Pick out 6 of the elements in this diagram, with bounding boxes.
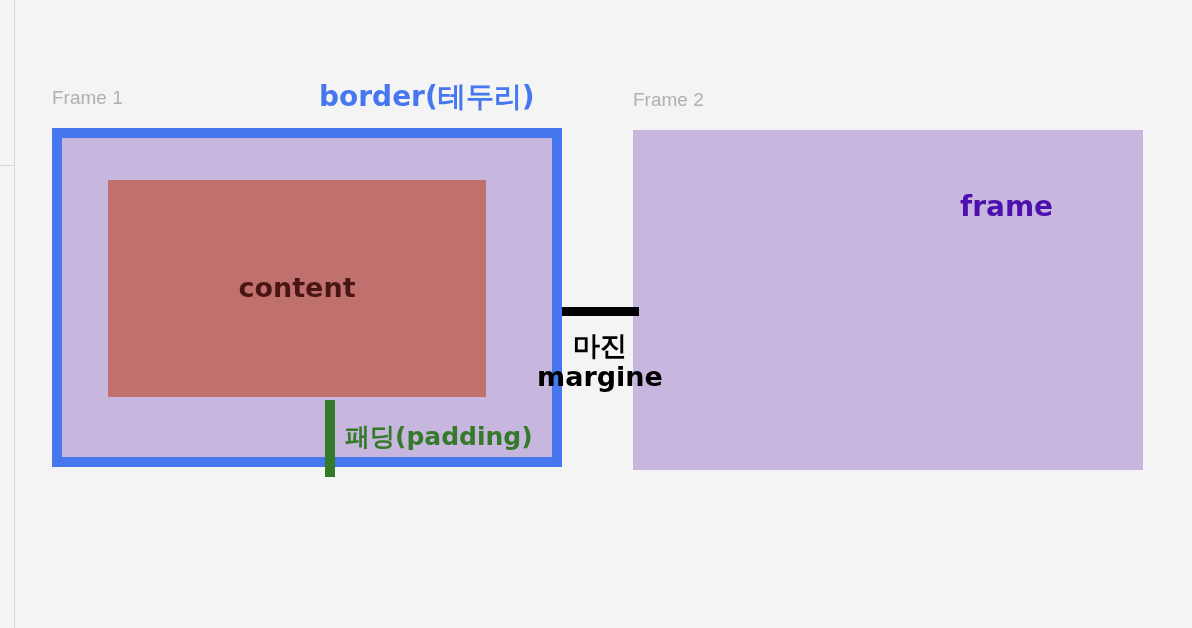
border-label: border(테두리) bbox=[319, 79, 535, 115]
box-label: frame bbox=[960, 190, 1054, 223]
frame-caption: Frame 2 bbox=[633, 89, 704, 111]
dimension-label: 패딩(padding) bbox=[345, 421, 533, 453]
frame-caption: Frame 1 bbox=[52, 87, 123, 109]
box-label: content bbox=[237, 272, 357, 303]
